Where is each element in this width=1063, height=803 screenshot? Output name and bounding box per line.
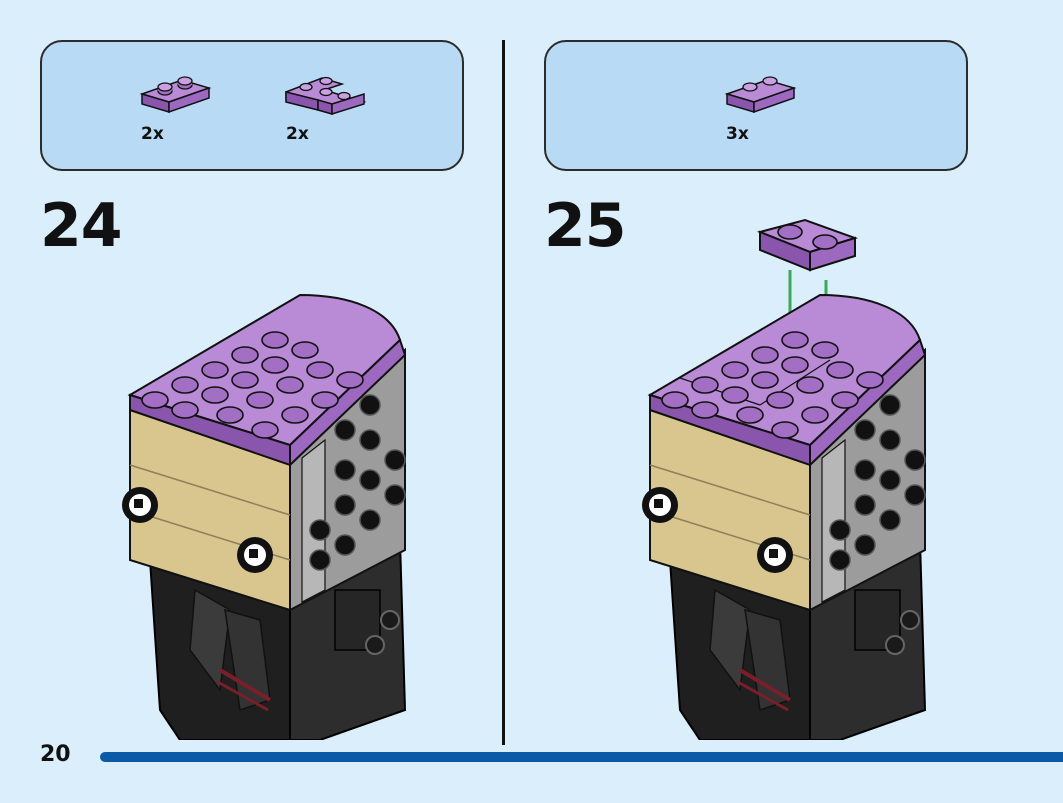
part-quantity: 2x xyxy=(141,124,164,144)
step-number: 24 xyxy=(40,191,122,261)
parts-callout-step-24: 2x 2x xyxy=(40,40,464,171)
page-number: 20 xyxy=(40,742,71,767)
progress-bar xyxy=(100,752,1063,762)
step-number: 25 xyxy=(544,191,626,261)
brickheadz-model-step-24 xyxy=(122,293,407,740)
part-quantity: 3x xyxy=(726,124,749,144)
plate-1x2-lavender-part: 2x xyxy=(137,72,227,152)
progress-bar-fill xyxy=(100,752,1063,762)
step-divider xyxy=(502,40,505,745)
parts-callout-step-25: 3x xyxy=(544,40,968,171)
plate-2x2-corner-lavender-part: 2x xyxy=(282,70,372,150)
brickheadz-model-step-25 xyxy=(642,218,927,740)
plate-1x2-lavender-part: 3x xyxy=(722,72,812,152)
part-quantity: 2x xyxy=(286,124,309,144)
